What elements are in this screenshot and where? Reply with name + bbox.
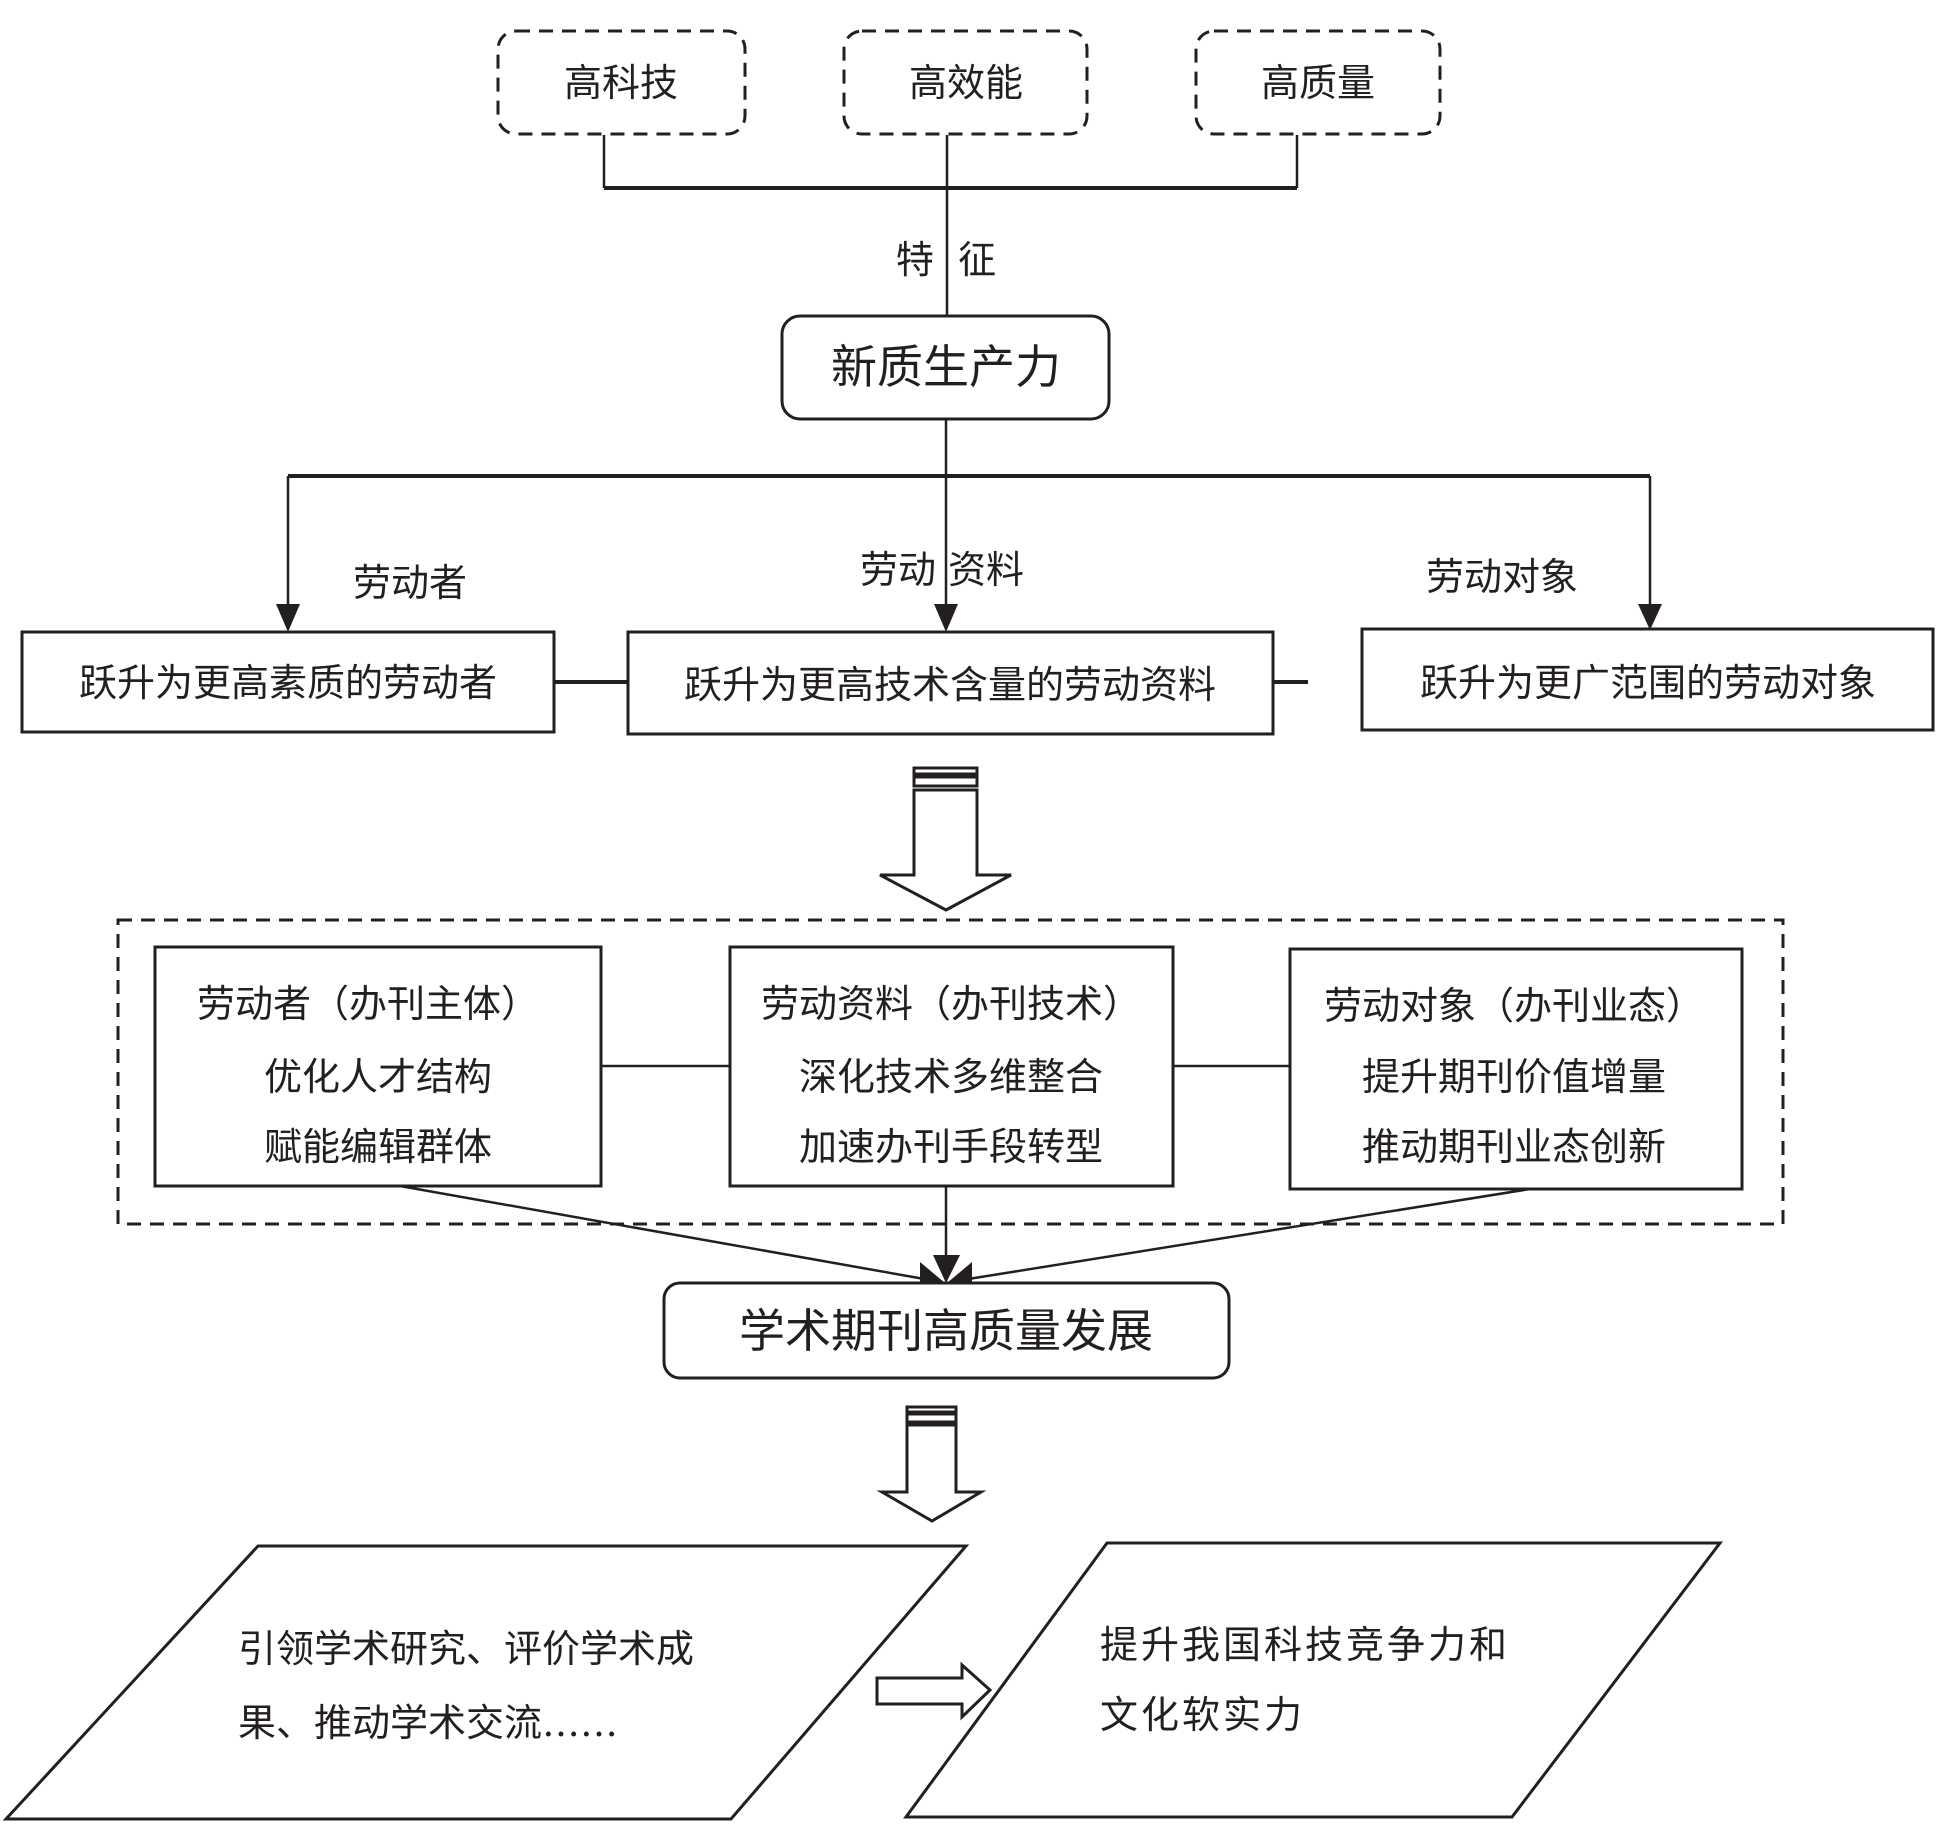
outcome-box-national <box>903 1541 1724 1819</box>
arrowhead-icon <box>947 1262 972 1283</box>
feature-box-high-quality <box>1194 29 1442 136</box>
factor-line: 深化技术多维整合 <box>799 1055 1103 1099</box>
outcome-box-academic <box>2 1544 970 1821</box>
element-box-means <box>626 630 1275 736</box>
factor-line: 加速办刊手段转型 <box>799 1125 1103 1169</box>
feature-box-high-tech <box>496 29 747 136</box>
factor-line: 提升期刊价值增量 <box>1362 1055 1666 1099</box>
feature-label-high-efficiency: 高效能 <box>909 61 1023 105</box>
feature-connector <box>602 135 1299 316</box>
element-branches <box>276 419 1662 632</box>
outcome-line: 果、推动学术交流…… <box>238 1701 618 1745</box>
core-label: 新质生产力 <box>831 340 1061 394</box>
arrowhead-icon <box>276 604 300 632</box>
arrowhead-icon <box>1638 604 1662 630</box>
factor-title-object: 劳动对象（办刊业态） <box>1324 984 1704 1028</box>
element-box-laborer <box>20 630 556 734</box>
arrowhead-icon <box>933 1255 960 1283</box>
journal-factors-container <box>116 918 1785 1226</box>
feature-label-high-tech: 高科技 <box>564 61 678 105</box>
down-arrow-icon <box>879 766 1012 912</box>
right-arrow-icon <box>875 1661 993 1721</box>
outcome-line: 提升我国科技竞争力和 <box>1100 1623 1510 1667</box>
goal-box <box>662 1281 1231 1380</box>
feature-box-high-efficiency <box>842 29 1089 136</box>
element-text-means: 跃升为更高技术含量的劳动资料 <box>684 663 1216 707</box>
branch-label-laborer: 劳动者 <box>353 561 467 605</box>
factor-line: 推动期刊业态创新 <box>1362 1125 1666 1169</box>
outcome-line: 文化软实力 <box>1100 1693 1305 1737</box>
journal-factor-laborer: 劳动者（办刊主体） 优化人才结构 赋能编辑群体 <box>153 945 603 1188</box>
converging-arrows <box>399 1184 1531 1283</box>
branch-label-means: 劳动 资料 <box>860 548 1024 592</box>
factor-line: 赋能编辑群体 <box>264 1125 492 1169</box>
element-text-laborer: 跃升为更高素质的劳动者 <box>79 661 497 705</box>
branch-label-object: 劳动对象 <box>1426 555 1578 599</box>
feature-group: 高科技 高效能 高质量 <box>496 29 1442 136</box>
feature-label-high-quality: 高质量 <box>1261 61 1375 105</box>
factor-line: 优化人才结构 <box>264 1055 492 1099</box>
element-box-object <box>1360 627 1935 732</box>
outcome-line: 引领学术研究、评价学术成 <box>238 1627 694 1671</box>
factor-title-laborer: 劳动者（办刊主体） <box>197 982 539 1026</box>
feature-connector-label: 特 征 <box>896 238 996 282</box>
goal-label: 学术期刊高质量发展 <box>739 1304 1153 1358</box>
journal-factor-means: 劳动资料（办刊技术） 深化技术多维整合 加速办刊手段转型 <box>728 945 1175 1188</box>
journal-factor-object: 劳动对象（办刊业态） 提升期刊价值增量 推动期刊业态创新 <box>1288 947 1744 1191</box>
element-text-object: 跃升为更广范围的劳动对象 <box>1420 661 1876 705</box>
arrowhead-icon <box>934 604 958 632</box>
factor-title-means: 劳动资料（办刊技术） <box>761 982 1141 1026</box>
arrowhead-icon <box>920 1262 945 1283</box>
down-arrow-icon <box>876 1405 987 1523</box>
